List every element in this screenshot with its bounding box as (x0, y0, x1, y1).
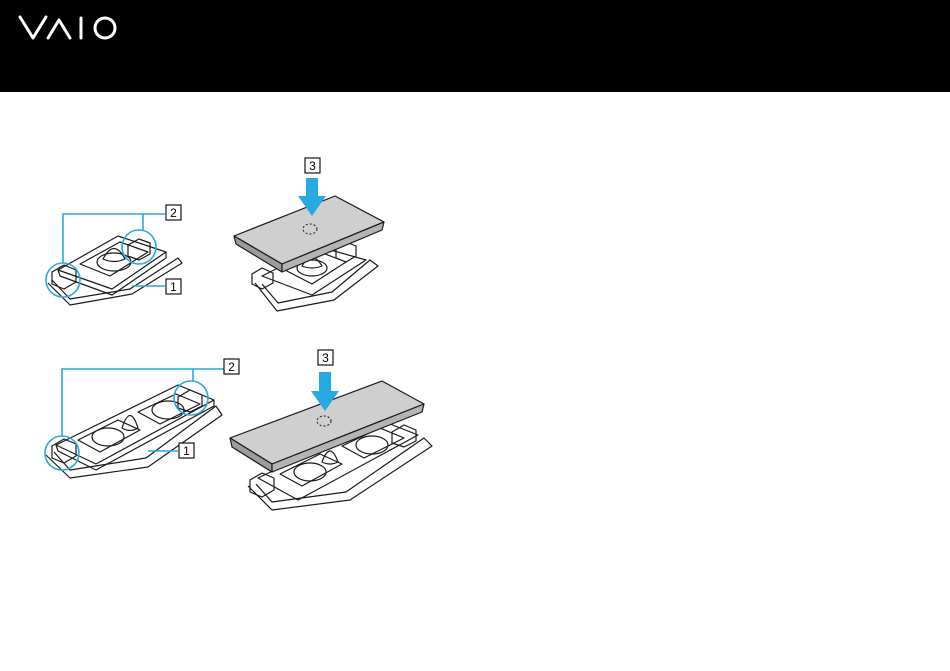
callout-press: 3 (318, 350, 333, 365)
svg-text:1: 1 (183, 444, 190, 458)
svg-text:1: 1 (170, 280, 177, 294)
svg-text:3: 3 (322, 351, 329, 365)
small-keycap-assembly (234, 196, 384, 311)
svg-text:2: 2 (170, 206, 177, 220)
callout-press: 3 (305, 158, 320, 173)
callout-hooks: 2 (224, 359, 239, 374)
svg-text:2: 2 (228, 360, 235, 374)
keycap-diagram: 2 1 3 (0, 92, 950, 671)
hook-highlight-ring (174, 381, 208, 415)
callout-hooks: 2 (166, 205, 181, 220)
vaio-logo (18, 15, 122, 41)
callout-retainer: 1 (179, 443, 194, 458)
callout-retainer: 1 (166, 279, 181, 294)
small-key-mechanism (48, 236, 182, 305)
svg-text:3: 3 (309, 159, 316, 173)
wide-key-mechanism (46, 385, 222, 478)
header-bar (0, 0, 950, 92)
